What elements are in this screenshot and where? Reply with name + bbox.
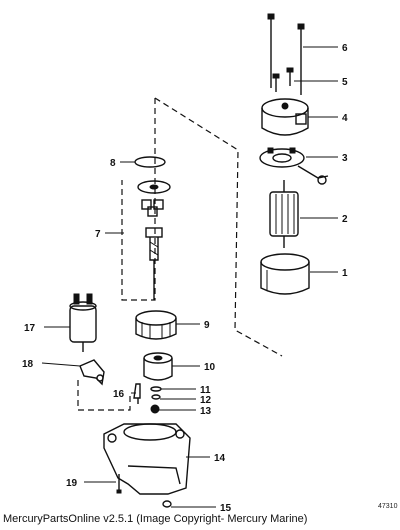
callout-2: 2 — [342, 214, 348, 225]
through-bolts — [267, 13, 305, 95]
part-number-label: 47310 — [378, 503, 398, 510]
callout-1: 1 — [342, 268, 348, 279]
bushing — [162, 500, 172, 508]
image-caption: MercuryPartsOnline v2.5.1 (Image Copyrig… — [3, 513, 308, 525]
small-bracket — [133, 383, 141, 404]
brush-plate — [259, 147, 329, 185]
callout-11: 11 — [200, 385, 211, 396]
callout-14: 14 — [214, 453, 226, 464]
armature — [269, 180, 299, 248]
callout-8: 8 — [110, 158, 116, 169]
drive-shaft-assembly — [137, 180, 171, 300]
field-frame — [260, 253, 310, 295]
leader-lines — [41, 46, 338, 508]
callout-labels: 1 2 3 4 5 6 7 8 9 10 11 12 13 14 15 16 1… — [22, 43, 348, 514]
callout-15: 15 — [220, 503, 232, 514]
callout-9: 9 — [204, 320, 210, 331]
solenoid — [69, 293, 97, 352]
callout-5: 5 — [342, 77, 348, 88]
callout-3: 3 — [342, 153, 348, 164]
callout-4: 4 — [342, 113, 348, 124]
callout-18: 18 — [22, 359, 34, 370]
shift-lever — [79, 359, 105, 386]
washers — [150, 386, 162, 414]
callout-7: 7 — [95, 229, 101, 240]
callout-6: 6 — [342, 43, 348, 54]
screws — [272, 67, 294, 92]
callout-13: 13 — [200, 406, 212, 417]
callout-16: 16 — [113, 389, 125, 400]
o-ring — [134, 156, 166, 168]
mounting-bolt — [116, 474, 122, 494]
drive-pinion — [135, 310, 177, 340]
assembly-guide-lines — [77, 97, 283, 411]
callout-12: 12 — [200, 395, 212, 406]
drive-gear — [143, 352, 173, 381]
callout-10: 10 — [204, 362, 216, 373]
callout-17: 17 — [24, 323, 36, 334]
end-cap — [261, 98, 309, 136]
callout-19: 19 — [66, 478, 78, 489]
drive-end-housing — [103, 423, 191, 495]
